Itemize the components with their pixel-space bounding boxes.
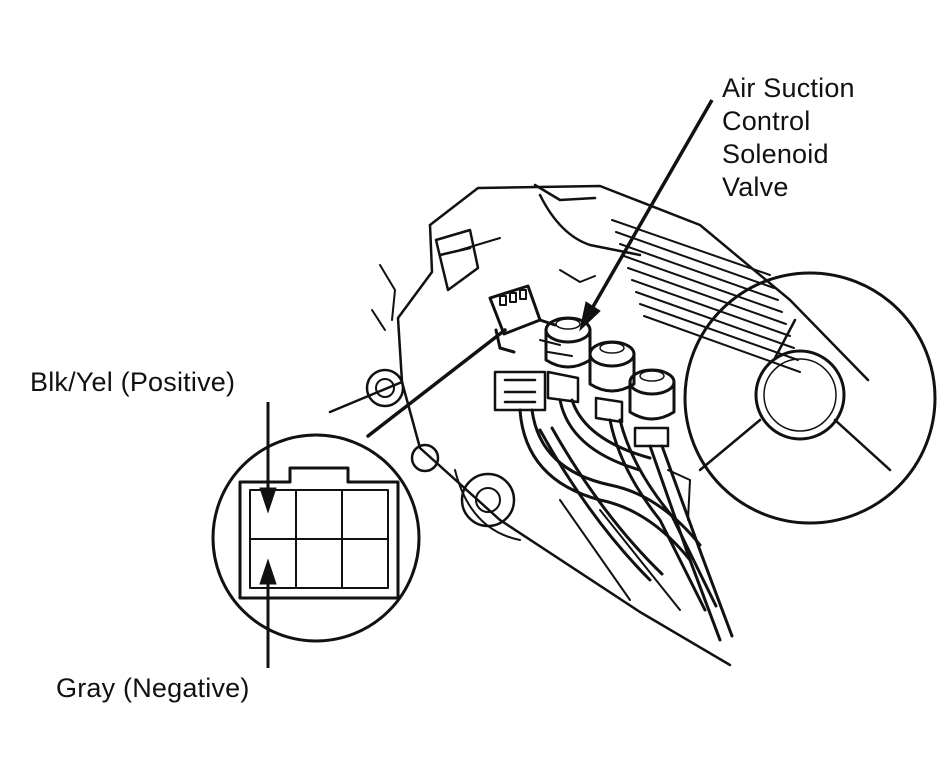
hoses-and-wires [518,398,734,642]
solenoid-valve-2 [588,340,636,393]
callout-arrows [259,99,714,668]
valve-connectors [493,370,670,448]
solenoid-valve-3 [628,368,676,421]
negative-terminal-label: Gray (Negative) [56,673,250,703]
large-pulley [683,271,937,525]
positive-terminal-label: Blk/Yel (Positive) [30,367,236,397]
air-suction-arrowhead [579,301,601,332]
negative-arrowhead [259,558,277,585]
misc-details [371,237,691,521]
air-suction-label-line-3: Solenoid [722,139,829,169]
solenoid-connector [488,284,557,354]
mounting-bracket [365,368,521,541]
air-suction-arrow [588,99,714,313]
positive-arrowhead [259,487,277,514]
connector-leader-line [366,328,507,438]
air-suction-label-line-4: Valve [722,172,789,202]
air-suction-label-line-2: Control [722,106,811,136]
air-suction-label-line-1: Air Suction [722,73,855,103]
magnified-connector-view [211,433,421,643]
air-suction-solenoid-label: Air Suction Control Solenoid Valve [722,72,855,204]
cooling-fins [611,219,801,373]
engine-body-outline [328,183,870,667]
